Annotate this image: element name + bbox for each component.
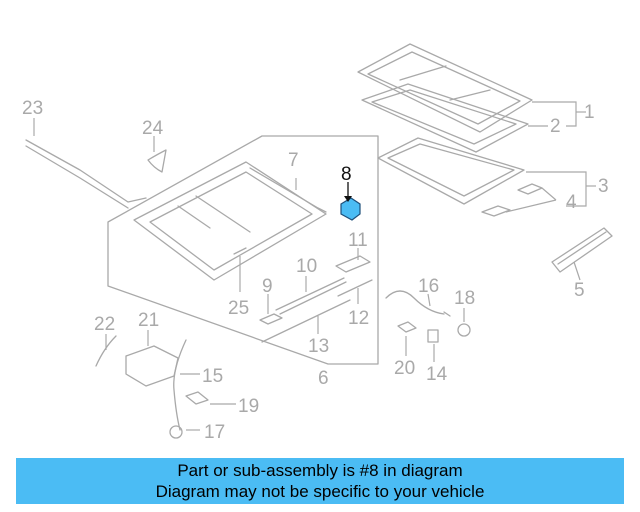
label-7: 7	[288, 150, 299, 171]
label-15: 15	[202, 366, 223, 387]
label-21: 21	[138, 310, 159, 331]
part-2-seal	[361, 83, 529, 153]
banner-line-2: Diagram may not be specific to your vehi…	[155, 482, 485, 501]
callouts-1-5	[505, 101, 596, 281]
part-5-rail	[551, 227, 613, 273]
label-14: 14	[426, 364, 448, 385]
label-10: 10	[296, 256, 317, 277]
label-16: 16	[418, 276, 439, 297]
label-8: 8	[341, 164, 352, 185]
label-13: 13	[308, 336, 329, 357]
part-6-assembly-box	[107, 135, 379, 365]
parts-9-13	[233, 247, 373, 343]
callout-numbers: 1 2 3 4 5 6 7 8 9 10 11 12 13 14 15 16 1…	[22, 98, 609, 443]
label-12: 12	[348, 308, 369, 329]
label-3: 3	[598, 176, 609, 197]
label-18: 18	[454, 288, 475, 309]
label-24: 24	[142, 118, 164, 139]
label-11: 11	[348, 230, 368, 251]
label-6: 6	[318, 368, 329, 389]
label-17: 17	[204, 422, 225, 443]
label-4: 4	[566, 192, 577, 213]
label-20: 20	[394, 358, 415, 379]
label-23: 23	[22, 98, 43, 119]
label-1: 1	[584, 102, 595, 123]
label-2: 2	[550, 116, 561, 137]
label-22: 22	[94, 314, 115, 335]
parts-14-20	[385, 290, 471, 362]
part-1-glass-panel	[357, 43, 533, 133]
part-7-deflector	[249, 167, 327, 213]
part-3-frame	[377, 137, 525, 205]
parts-23-25	[25, 118, 167, 209]
part-info-banner: Part or sub-assembly is #8 in diagram Di…	[16, 458, 624, 504]
banner-line-1: Part or sub-assembly is #8 in diagram	[177, 461, 463, 480]
label-25: 25	[228, 298, 249, 319]
sunroof-frame	[133, 161, 327, 281]
label-9: 9	[262, 276, 273, 297]
label-19: 19	[238, 396, 259, 417]
label-5: 5	[574, 280, 585, 301]
part-8-motor-highlighted	[340, 182, 361, 221]
parts-15-22	[95, 330, 236, 439]
